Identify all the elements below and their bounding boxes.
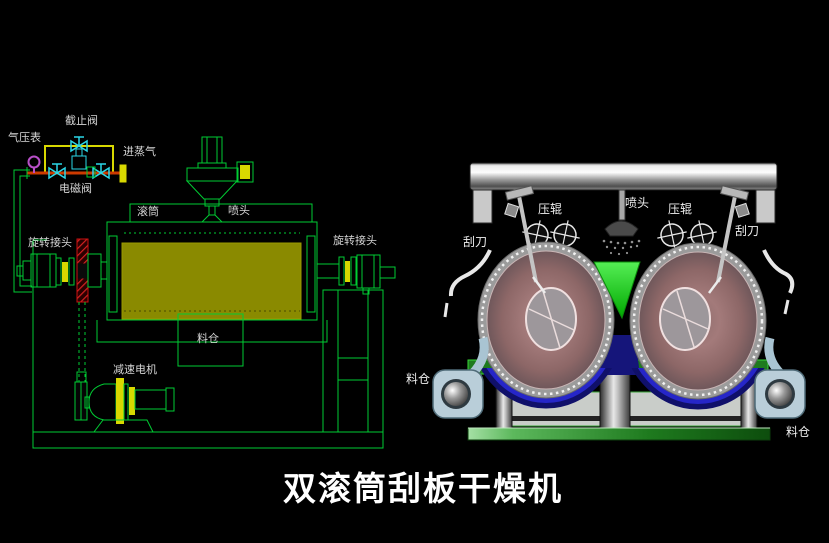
material-bin-box [177, 313, 244, 367]
scraper-right-label: 刮刀 [735, 224, 759, 238]
solenoid-valve-icon [71, 148, 87, 170]
page-title: 双滚筒刮板干燥机 [283, 469, 563, 508]
spray-droplets [602, 239, 641, 256]
scrapers [443, 183, 795, 318]
drum-right [629, 242, 767, 400]
solenoid-valve-label: 电磁阀 [59, 181, 92, 195]
schematic-labels: 气压表 截止阀 进蒸气 电磁阀 滚筒 喷头 旋转接头 旋转接头 料仓 减速电机 [8, 113, 377, 376]
spray-nozzle-icon [602, 189, 641, 256]
pressure-gauge-label: 气压表 [8, 130, 41, 144]
steam-piping [13, 136, 127, 293]
stop-valve-label: 截止阀 [65, 113, 98, 127]
steam-inlet-label: 进蒸气 [123, 144, 156, 158]
drum-label: 滚筒 [137, 204, 159, 218]
gear-motor-label: 减速电机 [113, 362, 157, 376]
rotary-joint-right-label: 旋转接头 [333, 233, 377, 247]
render-labels: 刮刀 压辊 喷头 压辊 刮刀 料仓 料仓 [406, 196, 810, 439]
drum-housing [96, 203, 328, 343]
left-rotary-joint-assembly [16, 238, 107, 303]
press-roller-right-label: 压辊 [668, 202, 692, 216]
feed-material-wedge [593, 261, 641, 320]
schematic-diagram: 气压表 截止阀 进蒸气 电磁阀 滚筒 喷头 旋转接头 旋转接头 料仓 减速电机 [8, 113, 396, 449]
discharge-hose-right [762, 249, 795, 294]
roller-ball-icon [444, 382, 468, 406]
steam-flange [119, 164, 127, 183]
material-bin-right-label: 料仓 [786, 425, 810, 439]
roller-ball-icon [768, 382, 792, 406]
machine-frame [32, 239, 384, 449]
material-bin-label: 料仓 [197, 331, 219, 345]
discharge-hose-left [448, 249, 492, 297]
scraper-left-label: 刮刀 [463, 235, 487, 249]
nozzle-label: 喷头 [625, 196, 649, 210]
feeder-hopper [185, 136, 254, 223]
blue-glow [480, 368, 765, 410]
chain-drive [78, 302, 86, 383]
chute-right [754, 336, 806, 419]
top-beam [469, 162, 778, 224]
right-rotary-joint-assembly [316, 254, 396, 295]
press-roller-left-label: 压辊 [538, 202, 562, 216]
render-diagram: 刮刀 压辊 喷头 压辊 刮刀 料仓 料仓 [406, 162, 810, 441]
drum-left [477, 241, 615, 399]
rotary-joint-left-label: 旋转接头 [28, 235, 72, 249]
material-bin-left-label: 料仓 [406, 372, 430, 386]
base-platform [467, 427, 771, 441]
gear-motor-assembly [74, 371, 175, 433]
chute-left [432, 336, 489, 419]
valve-icon [48, 163, 66, 179]
pressure-gauge-icon [27, 155, 41, 173]
nozzle-label: 喷头 [228, 204, 250, 217]
